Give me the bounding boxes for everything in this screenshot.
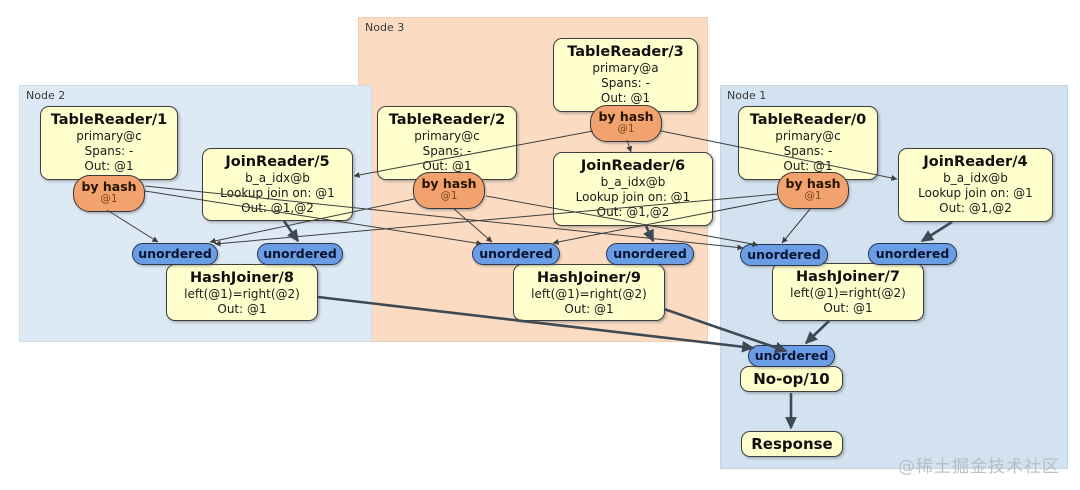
processor-detail-line: Out: @1 xyxy=(84,159,134,173)
hash-router-oval-router-tr2: by hash@1 xyxy=(413,172,485,209)
unordered-sync-oval-sync-noop: unordered xyxy=(748,345,835,367)
processor-title: No-op/10 xyxy=(753,369,830,388)
node-region-label: Node 3 xyxy=(365,21,405,34)
processor-detail-line: primary@c xyxy=(775,129,841,143)
hash-router-label: by hash xyxy=(598,109,654,124)
hash-router-column: @1 xyxy=(440,190,458,202)
processor-detail-line: primary@a xyxy=(592,61,659,75)
processor-detail-line: Out: @1 xyxy=(823,301,873,315)
processor-detail-line: b_a_idx@b xyxy=(245,171,310,185)
unordered-sync-oval-sync-hj9-left: unordered xyxy=(472,243,560,265)
processor-detail-line: Spans: - xyxy=(84,144,134,158)
hash-router-label: by hash xyxy=(785,176,841,191)
processor-box-response: Response xyxy=(741,431,843,457)
processor-detail-line: primary@c xyxy=(76,129,142,143)
processor-detail-line: primary@c xyxy=(414,129,480,143)
processor-detail-line: Out: @1 xyxy=(564,302,614,316)
node-region-label: Node 1 xyxy=(727,89,767,102)
processor-title: TableReader/3 xyxy=(567,44,684,60)
processor-title: HashJoiner/8 xyxy=(190,270,294,286)
processor-detail-line: Spans: - xyxy=(601,76,650,90)
hash-router-column: @1 xyxy=(804,190,822,202)
processor-detail-line: Out: @1,@2 xyxy=(939,201,1012,215)
processor-detail-line: Spans: - xyxy=(422,144,472,158)
watermark: @稀土掘金技术社区 xyxy=(898,457,1060,477)
hash-router-oval-router-tr1: by hash@1 xyxy=(73,175,145,212)
unordered-sync-oval-sync-hj9-right: unordered xyxy=(606,243,694,265)
processor-title: HashJoiner/7 xyxy=(796,269,900,285)
processor-title: HashJoiner/9 xyxy=(537,270,641,286)
processor-title: JoinReader/6 xyxy=(580,158,686,174)
unordered-sync-oval-sync-hj8-right: unordered xyxy=(257,243,343,265)
hash-router-column: @1 xyxy=(100,193,118,205)
processor-detail-line: Out: @1,@2 xyxy=(596,205,670,219)
processor-detail-line: Lookup join on: @1 xyxy=(220,186,335,200)
processor-detail-line: left(@1)=right(@2) xyxy=(790,286,906,300)
processor-title: TableReader/2 xyxy=(388,112,506,128)
processor-detail-line: b_a_idx@b xyxy=(600,175,666,189)
processor-box-no-op-10: No-op/10 xyxy=(740,366,843,392)
processor-title: JoinReader/5 xyxy=(225,154,330,170)
processor-detail-line: left(@1)=right(@2) xyxy=(184,287,300,301)
hash-router-column: @1 xyxy=(617,123,635,135)
processor-detail-line: Spans: - xyxy=(783,144,833,158)
processor-detail-line: Out: @1 xyxy=(600,91,651,105)
processor-detail-line: b_a_idx@b xyxy=(943,171,1008,185)
unordered-sync-oval-sync-hj7-right: unordered xyxy=(868,243,957,265)
processor-title: TableReader/1 xyxy=(50,112,168,128)
unordered-sync-oval-sync-hj8-left: unordered xyxy=(132,243,218,265)
node-region-label: Node 2 xyxy=(26,89,66,102)
processor-detail-line: Lookup join on: @1 xyxy=(575,190,691,204)
processor-detail-line: Lookup join on: @1 xyxy=(918,186,1033,200)
processor-detail-line: Out: @1,@2 xyxy=(241,201,314,215)
hash-router-label: by hash xyxy=(81,179,137,194)
processor-detail-line: Out: @1 xyxy=(217,302,267,316)
hash-router-oval-router-tr3: by hash@1 xyxy=(590,105,662,142)
processor-title: JoinReader/4 xyxy=(923,154,1028,170)
processor-detail-line: left(@1)=right(@2) xyxy=(531,287,647,301)
hash-router-label: by hash xyxy=(421,176,477,191)
processor-title: Response xyxy=(751,434,833,453)
unordered-sync-oval-sync-hj7-left: unordered xyxy=(740,244,828,266)
hash-router-oval-router-tr0: by hash@1 xyxy=(777,172,849,209)
processor-title: TableReader/0 xyxy=(749,112,867,128)
